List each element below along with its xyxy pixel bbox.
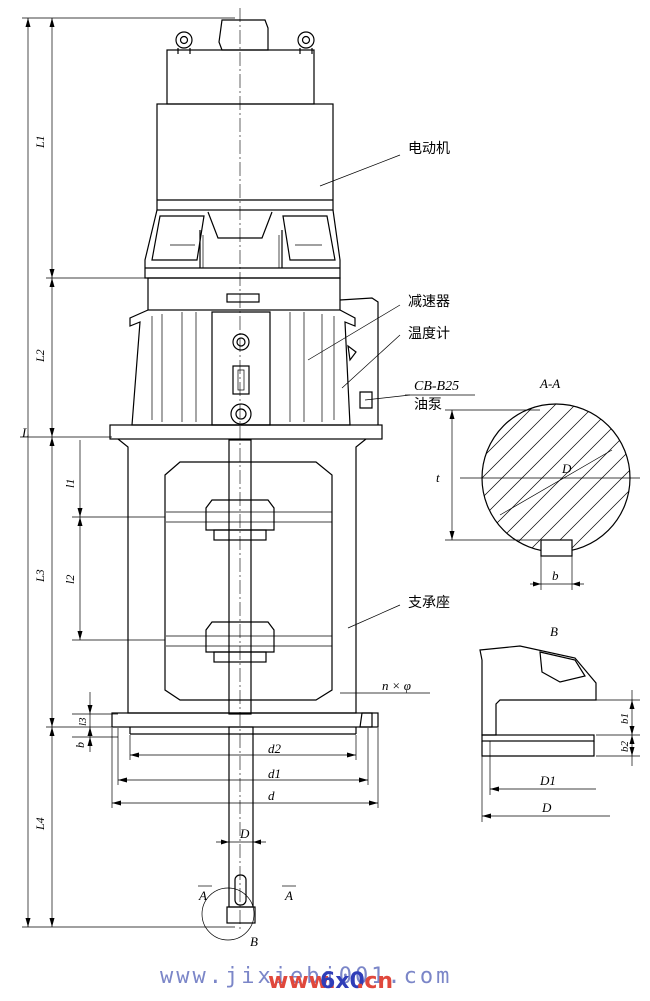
label-motor: 电动机 [408,141,450,157]
dim-L2: L2 [33,349,47,363]
watermark-6x0: 6x0 [320,969,365,994]
cut-mark-right: A [284,888,293,903]
label-bolt-holes: n × φ [382,678,411,693]
overall-dimension-chain [20,17,235,928]
detail-b1: b1 [619,713,631,724]
section-dia: D [561,461,572,476]
dim-L: L [21,425,29,440]
dim-shaft-D: D [239,826,250,841]
detail-b2: b2 [619,741,631,753]
label-pump-model: CB-B25 [414,379,459,394]
section-b: b [552,568,559,583]
dim-b: b [73,742,87,748]
detail-title: B [550,624,558,639]
detail-D1: D1 [539,773,556,788]
output-shaft [201,726,256,941]
base-diameter-dims [111,728,379,845]
motor [144,19,341,279]
label-reducer: 减速器 [408,294,450,310]
dim-L3: L3 [33,569,47,583]
label-thermometer: 温度计 [408,326,450,342]
watermark-back: www.jixiebj001.com [160,964,452,989]
dim-d1: d1 [268,766,281,781]
support-seat [111,438,379,735]
section-title: A-A [539,376,560,391]
dim-l3: l3 [77,717,89,726]
detail-D: D [541,800,552,815]
dim-L1: L1 [33,135,47,149]
dim-l1: l1 [63,479,77,488]
dim-l2: l2 [63,575,77,584]
watermark-cn: .cn [356,969,393,994]
label-support-seat: 支承座 [408,595,450,611]
detail-b [479,645,640,822]
leader-lines [307,154,475,694]
dim-d2: d2 [268,741,282,756]
section-a-a [445,403,640,590]
reducer [109,277,383,440]
detail-circle-label: B [250,934,258,949]
label-oil-pump: 油泵 [414,397,442,413]
cut-mark-left: A [198,888,207,903]
dim-d: d [268,788,275,803]
dim-L4: L4 [33,817,47,831]
watermark-www: www. [268,969,336,994]
section-t: t [436,470,440,485]
